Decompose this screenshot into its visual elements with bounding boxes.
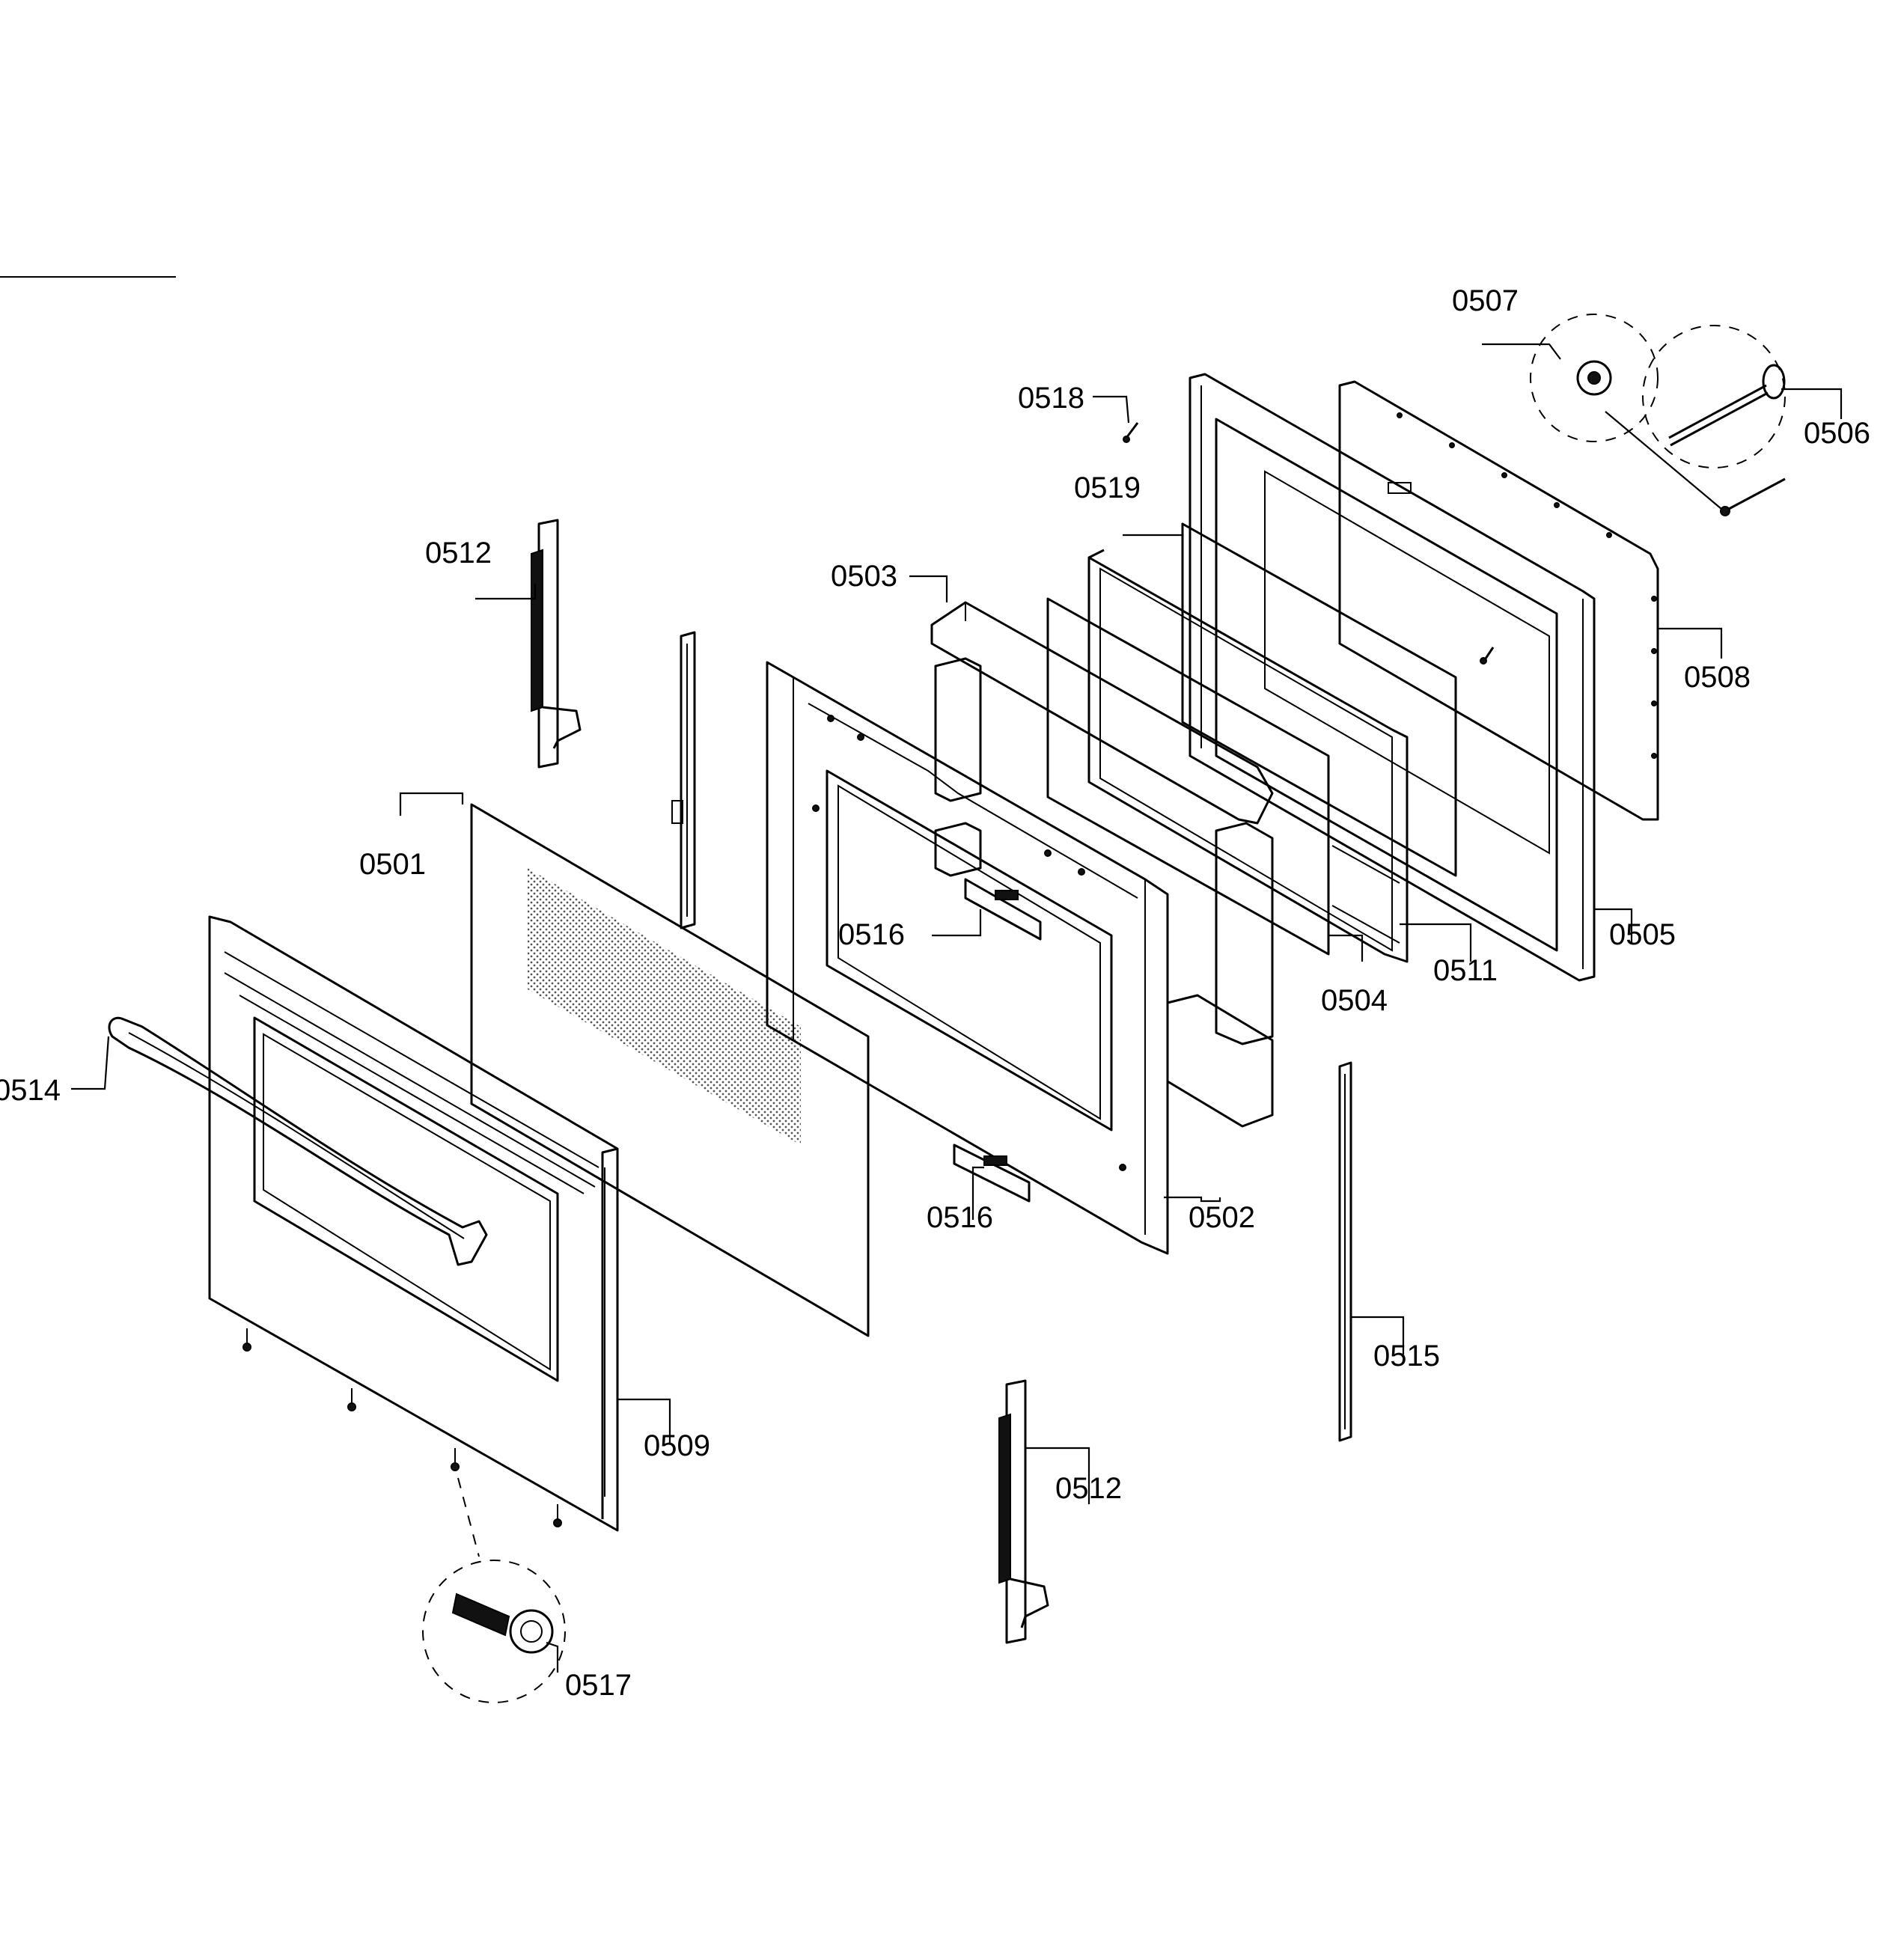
callout-0504: 0504: [1321, 984, 1388, 1017]
door-handle: [108, 1016, 488, 1266]
callout-0505: 0505: [1609, 918, 1676, 951]
callout-0506: 0506: [1804, 417, 1870, 450]
door-screw-detail: [422, 1477, 566, 1703]
insulation-top: [930, 601, 1274, 825]
insulation-bottom: [1166, 994, 1274, 1128]
inner-door-frame: [766, 661, 1169, 1255]
callout-0502: 0502: [1189, 1201, 1255, 1234]
inner-liner-panel: [1189, 373, 1596, 982]
outer-door-panel: [208, 915, 619, 1532]
insulation-right: [1215, 822, 1274, 1045]
callout-0509: 0509: [644, 1429, 710, 1462]
callout-labels: 0501 0502 0503 0504 0505 0506 0507 0508 …: [0, 284, 1870, 1702]
hinge-bracket-upper: [964, 878, 1042, 941]
back-panel: [1338, 380, 1659, 821]
callout-0518: 0518: [1018, 382, 1084, 415]
washer-detail: [1530, 314, 1659, 442]
side-trim-strip: [671, 631, 696, 929]
hinge-lower: [998, 1379, 1049, 1644]
middle-glass-panel: [1181, 522, 1457, 877]
insulation-left: [934, 657, 982, 802]
leader-lines: [71, 343, 1843, 1673]
callout-0517: 0517: [565, 1669, 632, 1702]
glass-frame: [1087, 549, 1409, 963]
outer-glass-panel: [470, 803, 870, 1337]
callout-0511: 0511: [1433, 954, 1498, 987]
callout-0519: 0519: [1074, 471, 1141, 504]
callout-0516-upper: 0516: [838, 918, 905, 951]
callout-0512-lower: 0512: [1055, 1472, 1122, 1505]
callout-0503: 0503: [831, 560, 897, 593]
hinge-bracket-lower: [953, 1143, 1031, 1203]
long-screw-detail: [1605, 325, 1786, 516]
small-screw: [1123, 422, 1139, 443]
callout-0514: 0514: [0, 1074, 61, 1107]
callout-0507: 0507: [1452, 284, 1519, 317]
hinge-upper: [531, 519, 582, 769]
callout-0516-lower: 0516: [927, 1201, 993, 1234]
callout-0512-upper: 0512: [425, 537, 492, 569]
insulation-mid: [934, 822, 982, 877]
inner-glass-panel: [1046, 597, 1330, 956]
callout-0508: 0508: [1684, 661, 1751, 694]
callout-0501: 0501: [359, 848, 426, 881]
vertical-trim-strip: [1338, 1061, 1352, 1442]
callout-0515: 0515: [1373, 1340, 1440, 1372]
